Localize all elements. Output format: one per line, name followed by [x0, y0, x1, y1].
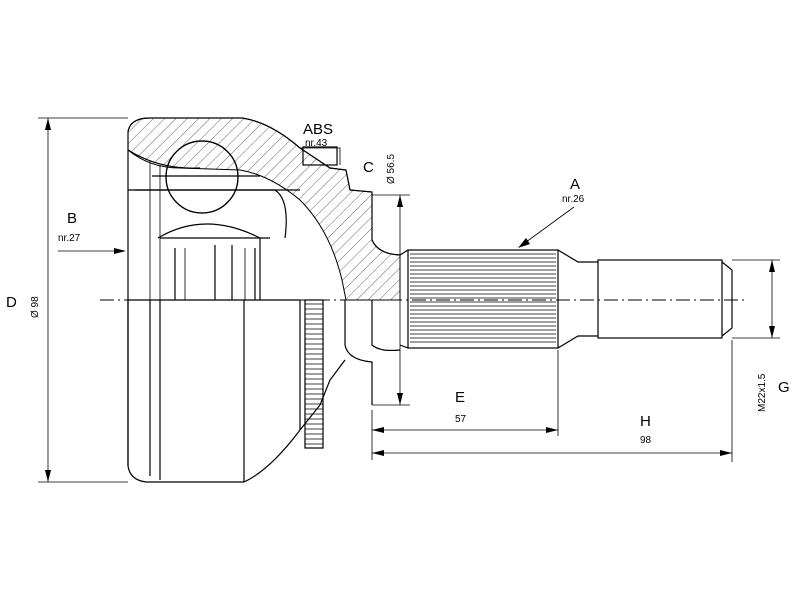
label-b-letter: B: [67, 210, 77, 227]
label-e-letter: E: [455, 389, 465, 406]
joint-housing: [127, 117, 401, 483]
label-a-number: nr.26: [562, 194, 585, 205]
abs-ring: [304, 299, 324, 449]
label-abs-number: nr.43: [305, 138, 328, 149]
dimension-d: [38, 117, 128, 483]
dimension-b-arrow: [58, 248, 126, 254]
label-g-letter: G: [778, 379, 790, 396]
label-d-diameter: Ø 98: [30, 296, 41, 318]
dimension-c: [372, 194, 410, 406]
dimension-e: [371, 350, 559, 460]
label-c-diameter: Ø 56.5: [386, 154, 397, 184]
label-abs-letter: ABS: [303, 121, 333, 138]
stub-shaft: [344, 249, 733, 405]
label-h-letter: H: [640, 413, 651, 430]
label-b-number: nr.27: [58, 233, 81, 244]
abs-marker: [302, 146, 338, 166]
label-g-thread: M22x1.5: [757, 373, 768, 412]
dimension-h: [372, 340, 733, 462]
dimension-g: [732, 259, 780, 339]
label-d-letter: D: [6, 294, 17, 311]
label-h-value: 98: [640, 435, 652, 446]
label-a-letter: A: [570, 176, 580, 193]
label-e-value: 57: [455, 414, 467, 425]
dimension-a-leader: [518, 206, 575, 248]
abs-leader: [300, 147, 341, 165]
label-c-letter: C: [363, 159, 374, 176]
